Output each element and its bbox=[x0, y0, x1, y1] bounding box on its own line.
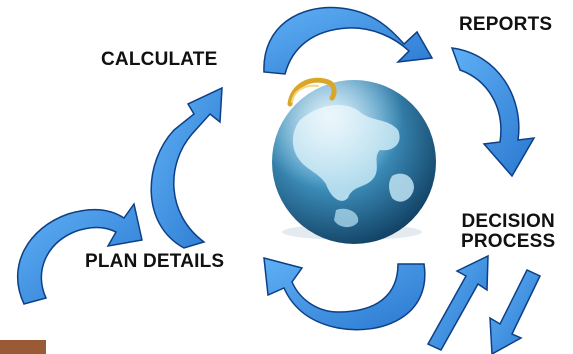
plan-details-label: PLAN DETAILS bbox=[85, 251, 225, 272]
corner-tab bbox=[0, 340, 46, 354]
calculate-label: CALCULATE bbox=[101, 49, 218, 70]
decision-process-label: DECISION PROCESS bbox=[461, 212, 555, 252]
globe-icon bbox=[272, 77, 436, 244]
straight-arrow-icon bbox=[489, 269, 542, 354]
curved-arrow-icon bbox=[150, 86, 223, 249]
curved-arrow-icon bbox=[263, 256, 426, 331]
curved-arrow-icon bbox=[263, 6, 434, 75]
decision-label-line2: PROCESS bbox=[461, 230, 556, 252]
curved-arrow-icon bbox=[16, 202, 143, 305]
straight-arrow-icon bbox=[426, 254, 489, 351]
curved-arrow-icon bbox=[450, 47, 536, 178]
reports-label: REPORTS bbox=[459, 14, 553, 35]
decision-label-line1: DECISION bbox=[461, 211, 555, 232]
